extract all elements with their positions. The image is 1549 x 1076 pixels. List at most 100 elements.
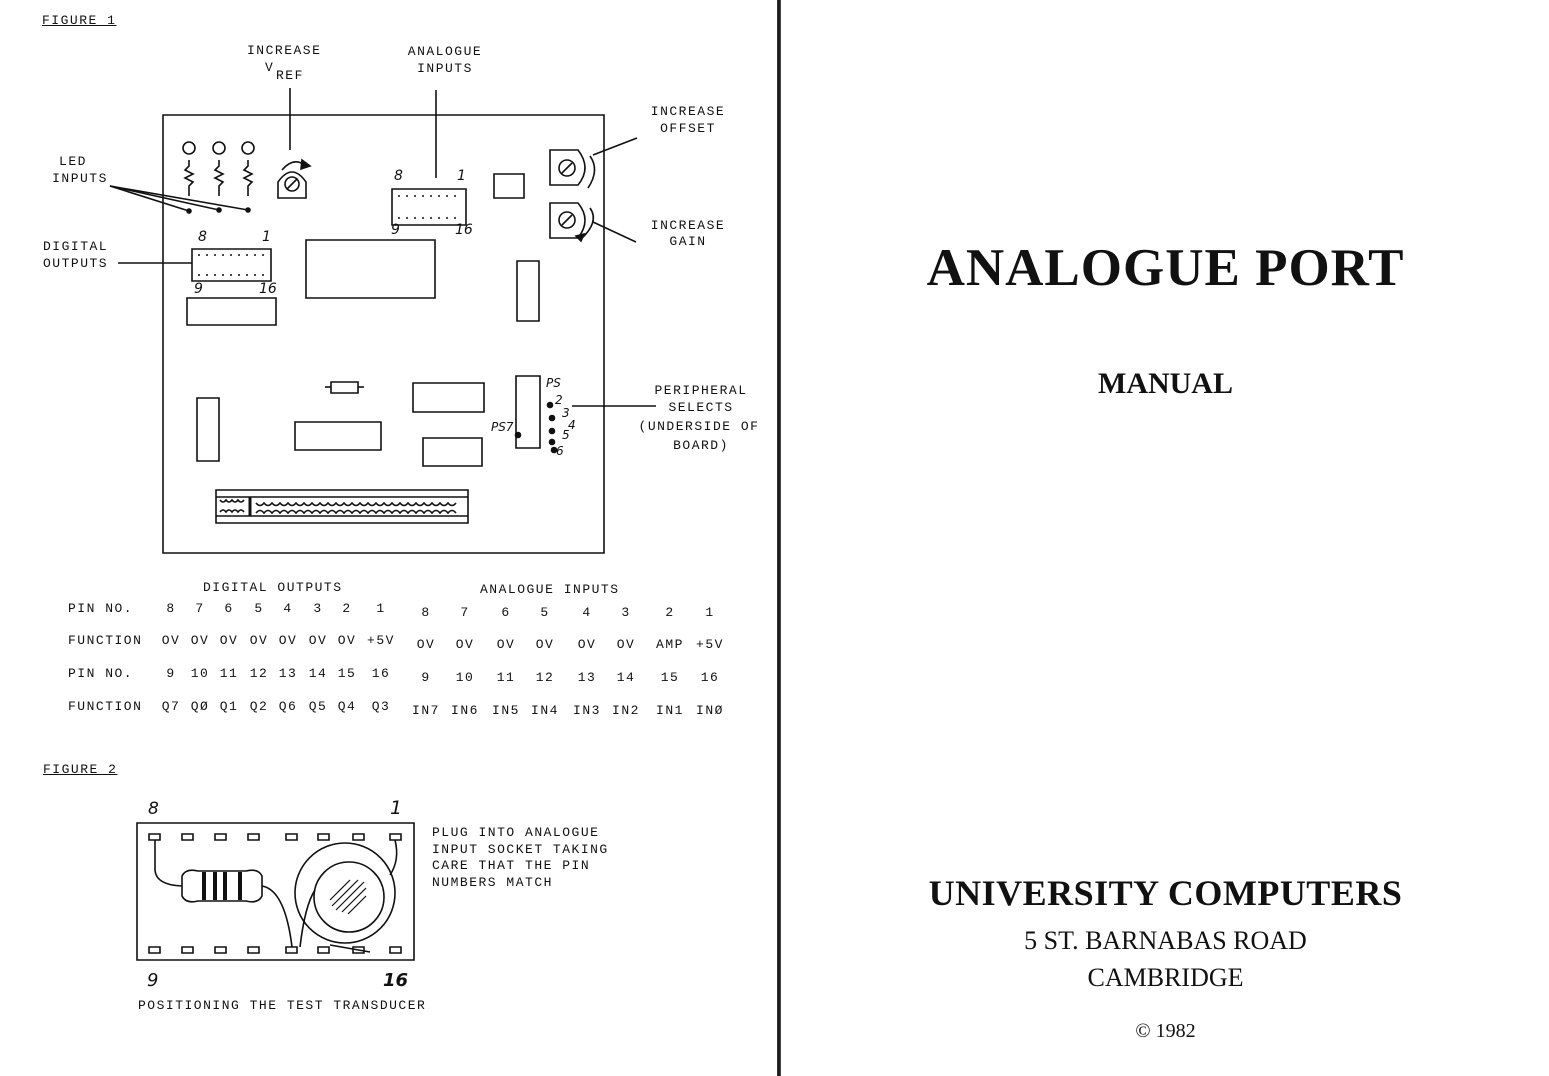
pin-table-row-label: FUNCTION [68, 633, 143, 648]
pin-table-cell: 12 [249, 666, 269, 681]
offset-pot [550, 150, 585, 185]
pin-table-cell: INØ [696, 703, 724, 718]
chip [413, 383, 484, 412]
pin-table-cell: OV [416, 637, 436, 652]
pin-table-cell: 4 [582, 605, 592, 620]
table-group-digital-outputs: DIGITAL OUTPUTS [203, 580, 343, 595]
analogue-socket-pin-1: 1 [457, 168, 466, 184]
pin-table-cell: 1 [376, 601, 386, 616]
ps-2-mark: 2 [555, 393, 563, 407]
figure-2-note-line4: NUMBERS MATCH [432, 875, 553, 890]
led-inputs-leader [110, 186, 248, 210]
pin-table-cell: Q7 [161, 699, 181, 714]
led-inputs-label-line1: LED [59, 154, 87, 169]
figure-1-board-diagram [0, 0, 778, 560]
pin-table-row-label: FUNCTION [68, 699, 143, 714]
pin-table-cell: Q6 [278, 699, 298, 714]
figure-2-label: FIGURE 2 [43, 762, 118, 777]
figure-2-note-line1: PLUG INTO ANALOGUE [432, 825, 600, 840]
pin-table-row-label: PIN NO. [68, 666, 134, 681]
digital-socket-pin-9: 9 [194, 281, 203, 297]
figure-2-caption: POSITIONING THE TEST TRANSDUCER [138, 998, 427, 1013]
led-inputs-leader [110, 186, 219, 210]
pin-table-row-label: PIN NO. [68, 601, 134, 616]
pin-table-cell: OV [337, 633, 357, 648]
transducer-disc-inner [314, 862, 384, 932]
led-circle [183, 142, 195, 154]
ps-mark: PS [546, 376, 561, 390]
pin-table-cell: IN5 [492, 703, 520, 718]
pin-table-cell: OV [249, 633, 269, 648]
figure-2-note-line3: CARE THAT THE PIN [432, 858, 591, 873]
figure-2-pin-9: 9 [147, 970, 159, 991]
pin-table-cell: OV [190, 633, 210, 648]
ps-5-mark: 5 [562, 428, 570, 442]
pin-table-cell: 14 [616, 670, 636, 685]
increase-vref-label: INCREASE [247, 43, 322, 58]
pin-table-cell: 16 [371, 666, 391, 681]
increase-gain-label-line2: GAIN [669, 234, 707, 249]
analogue-socket-pin-8: 8 [394, 168, 403, 184]
large-chip [306, 240, 435, 298]
board-outline [163, 115, 604, 553]
pin-table-cell: 3 [621, 605, 631, 620]
transducer-lead [330, 945, 370, 952]
digital-socket-pin-1: 1 [262, 229, 271, 245]
pin-table-cell: 8 [166, 601, 176, 616]
pin-table-cell: 11 [219, 666, 239, 681]
digital-socket-pin-8: 8 [198, 229, 207, 245]
offset-leader [593, 138, 637, 155]
peripheral-selects-header [516, 376, 540, 448]
small-chip [494, 174, 524, 198]
pin-table-cell: 6 [501, 605, 511, 620]
ps-4-mark: 4 [568, 418, 576, 432]
peripheral-selects-label-line2: SELECTS [668, 400, 734, 415]
pin-table-cell: 9 [421, 670, 431, 685]
publisher-address: 5 ST. BARNABAS ROAD [1024, 926, 1307, 955]
chip [295, 422, 381, 450]
vref-subscript-label: REF [276, 68, 304, 83]
left-page: FIGURE 1 [0, 0, 778, 1013]
digital-socket-pin-16: 16 [259, 281, 277, 297]
pin-table-cell: IN1 [656, 703, 684, 718]
pin-table-cell: Q5 [308, 699, 328, 714]
pin-table-cell: 1 [705, 605, 715, 620]
analogue-input-socket [392, 189, 466, 225]
pin-table-cell: +5V [696, 637, 724, 652]
pin-table-cell: 13 [278, 666, 298, 681]
led-circle [242, 142, 254, 154]
pin-table-cell: OV [496, 637, 516, 652]
vertical-chip [197, 398, 219, 461]
pin-table-cell: OV [535, 637, 555, 652]
pin-table-cell: 7 [195, 601, 205, 616]
pin-table-cell: IN4 [531, 703, 559, 718]
manual-subtitle: MANUAL [1098, 367, 1233, 400]
figure-2-pin-8: 8 [148, 799, 159, 819]
pin-table-cell: OV [219, 633, 239, 648]
digital-outputs-label-line1: DIGITAL [43, 239, 109, 254]
pin-table-cell: 3 [313, 601, 323, 616]
socket-outline [137, 823, 414, 960]
pin-table-cell: AMP [656, 637, 684, 652]
pin-table-cell: 8 [421, 605, 431, 620]
led-circle [213, 142, 225, 154]
peripheral-selects-label-line3: (UNDERSIDE OF [638, 419, 760, 434]
figure-2-pin-16: 16 [383, 970, 409, 991]
chip [187, 298, 276, 325]
manual-title: ANALOGUE PORT [926, 239, 1405, 297]
figure-2-note-line2: INPUT SOCKET TAKING [432, 842, 609, 857]
transducer-hatching [330, 880, 366, 914]
pin-table-cell: 16 [700, 670, 720, 685]
pin-table-cell: OV [455, 637, 475, 652]
pin-table-cell: 15 [660, 670, 680, 685]
figure-1-label: FIGURE 1 [42, 13, 117, 28]
chip [423, 438, 482, 466]
pin-table-cell: 10 [190, 666, 210, 681]
right-page: ANALOGUE PORT MANUAL UNIVERSITY COMPUTER… [782, 0, 1549, 1076]
pin-table-cell: Q1 [219, 699, 239, 714]
book-spine [777, 0, 781, 1076]
table-group-analogue-inputs: ANALOGUE INPUTS [480, 582, 620, 597]
pin-table-cell: 7 [460, 605, 470, 620]
led-inputs-label-line2: INPUTS [52, 171, 108, 186]
pin-table-cell: OV [616, 637, 636, 652]
